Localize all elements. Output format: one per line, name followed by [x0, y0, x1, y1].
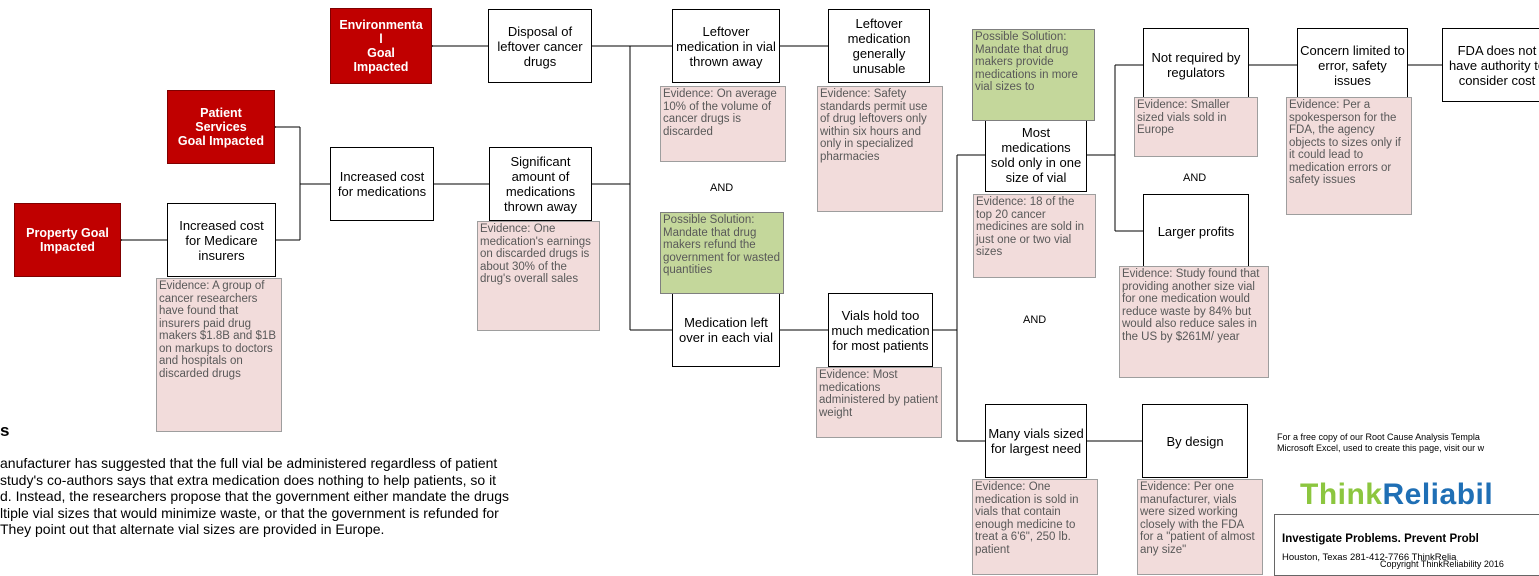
- notes-text: anufacturer has suggested that the full …: [0, 455, 509, 537]
- cause-increased-cost-medicare: Increased cost for Medicare insurers: [167, 203, 276, 277]
- logo-think-text: Think: [1300, 478, 1383, 511]
- contact-line: Houston, Texas 281-412-7766 ThinkRelia: [1282, 552, 1457, 563]
- cause-leftover-thrown-away: Leftover medication in vial thrown away: [672, 9, 780, 83]
- environmental-goal-box: Environmenta l Goal Impacted: [330, 8, 432, 84]
- evidence-study-found: Evidence: Study found that providing ano…: [1119, 266, 1269, 378]
- evidence-patient-weight: Evidence: Most medications administered …: [816, 367, 942, 438]
- cause-leftover-unusable: Leftover medication generally unusable: [828, 9, 930, 83]
- and-label: AND: [710, 182, 734, 194]
- patient-services-goal-box: Patient Services Goal Impacted: [167, 90, 275, 164]
- logo-reliab-text: Reliabil: [1382, 478, 1494, 511]
- promo-line-2: Microsoft Excel, used to create this pag…: [1277, 443, 1485, 453]
- thinkreliability-logo: ThinkReliabil: [1300, 478, 1493, 512]
- evidence-smaller-europe: Evidence: Smaller sized vials sold in Eu…: [1134, 97, 1258, 157]
- evidence-earnings-discarded: Evidence: One medication's earnings on d…: [477, 221, 600, 331]
- notes-title: s: [0, 421, 10, 440]
- cause-increased-cost-medications: Increased cost for medications: [330, 147, 434, 221]
- cause-fda-authority: FDA does not have authority to consider …: [1442, 28, 1539, 102]
- solution-more-sizes: Possible Solution: Mandate that drug mak…: [972, 29, 1095, 121]
- cause-concern-limited: Concern limited to error, safety issues: [1297, 28, 1408, 102]
- and-label: AND: [1183, 172, 1207, 184]
- cause-significant-thrown-away: Significant amount of medications thrown…: [489, 147, 592, 221]
- logo-frame: [1274, 514, 1539, 576]
- evidence-discarded-volume: Evidence: On average 10% of the volume o…: [660, 86, 786, 162]
- cause-larger-profits: Larger profits: [1143, 194, 1249, 268]
- cause-many-vials: Many vials sized for largest need: [985, 404, 1087, 478]
- cause-one-size-vial: Most medications sold only in one size o…: [985, 118, 1087, 192]
- cause-vials-too-much: Vials hold too much medication for most …: [828, 293, 933, 367]
- cause-not-required: Not required by regulators: [1143, 28, 1249, 102]
- logo-tagline: Investigate Problems. Prevent Probl: [1282, 533, 1479, 545]
- copyright: Copyright ThinkReliability 2016: [1380, 559, 1504, 569]
- evidence-top20-medicines: Evidence: 18 of the top 20 cancer medici…: [973, 194, 1096, 278]
- and-label: AND: [1023, 314, 1047, 326]
- solution-refund: Possible Solution: Mandate that drug mak…: [660, 212, 784, 294]
- evidence-per-manufacturer: Evidence: Per one manufacturer, vials we…: [1137, 479, 1263, 575]
- evidence-fda-spokesperson: Evidence: Per a spokesperson for the FDA…: [1286, 97, 1412, 215]
- promo-line-1: For a free copy of our Root Cause Analys…: [1277, 432, 1480, 442]
- cause-disposal: Disposal of leftover cancer drugs: [488, 9, 592, 83]
- property-goal-box: Property Goal Impacted: [14, 203, 121, 277]
- cause-by-design: By design: [1142, 404, 1248, 478]
- evidence-six-foot-six: Evidence: One medication is sold in vial…: [972, 479, 1098, 575]
- evidence-insurers-paid: Evidence: A group of cancer researchers …: [156, 278, 282, 432]
- cause-medication-left-over: Medication left over in each vial: [672, 293, 780, 367]
- evidence-safety-standards: Evidence: Safety standards permit use of…: [817, 86, 943, 212]
